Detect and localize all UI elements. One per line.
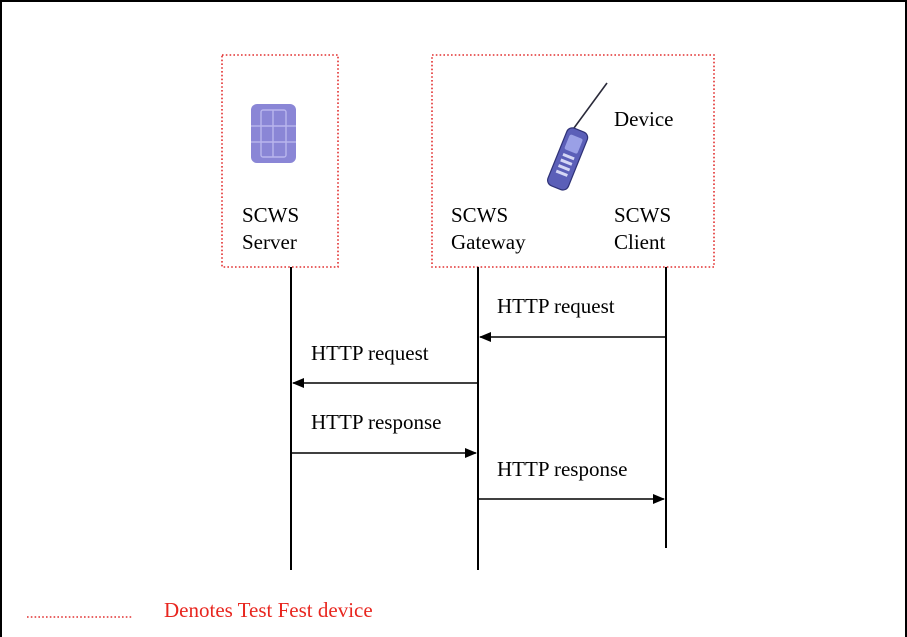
message-label-3: HTTP response bbox=[311, 410, 441, 434]
gateway-label-line1: SCWS bbox=[451, 203, 508, 227]
server-group-box bbox=[221, 54, 339, 268]
server-label-line1: SCWS bbox=[242, 203, 299, 227]
device-label: Device bbox=[614, 107, 673, 131]
gateway-label-line2: Gateway bbox=[451, 230, 526, 254]
legend-text: Denotes Test Fest device bbox=[164, 598, 373, 622]
mobile-phone-icon bbox=[547, 82, 608, 191]
message-label-1: HTTP request bbox=[497, 294, 615, 318]
server-label-line2: Server bbox=[242, 230, 297, 254]
device-group-box bbox=[431, 54, 715, 268]
client-label-line1: SCWS bbox=[614, 203, 671, 227]
sim-chip-icon bbox=[251, 104, 296, 163]
message-label-2: HTTP request bbox=[311, 341, 429, 365]
client-label-line2: Client bbox=[614, 230, 665, 254]
message-label-4: HTTP response bbox=[497, 457, 627, 481]
